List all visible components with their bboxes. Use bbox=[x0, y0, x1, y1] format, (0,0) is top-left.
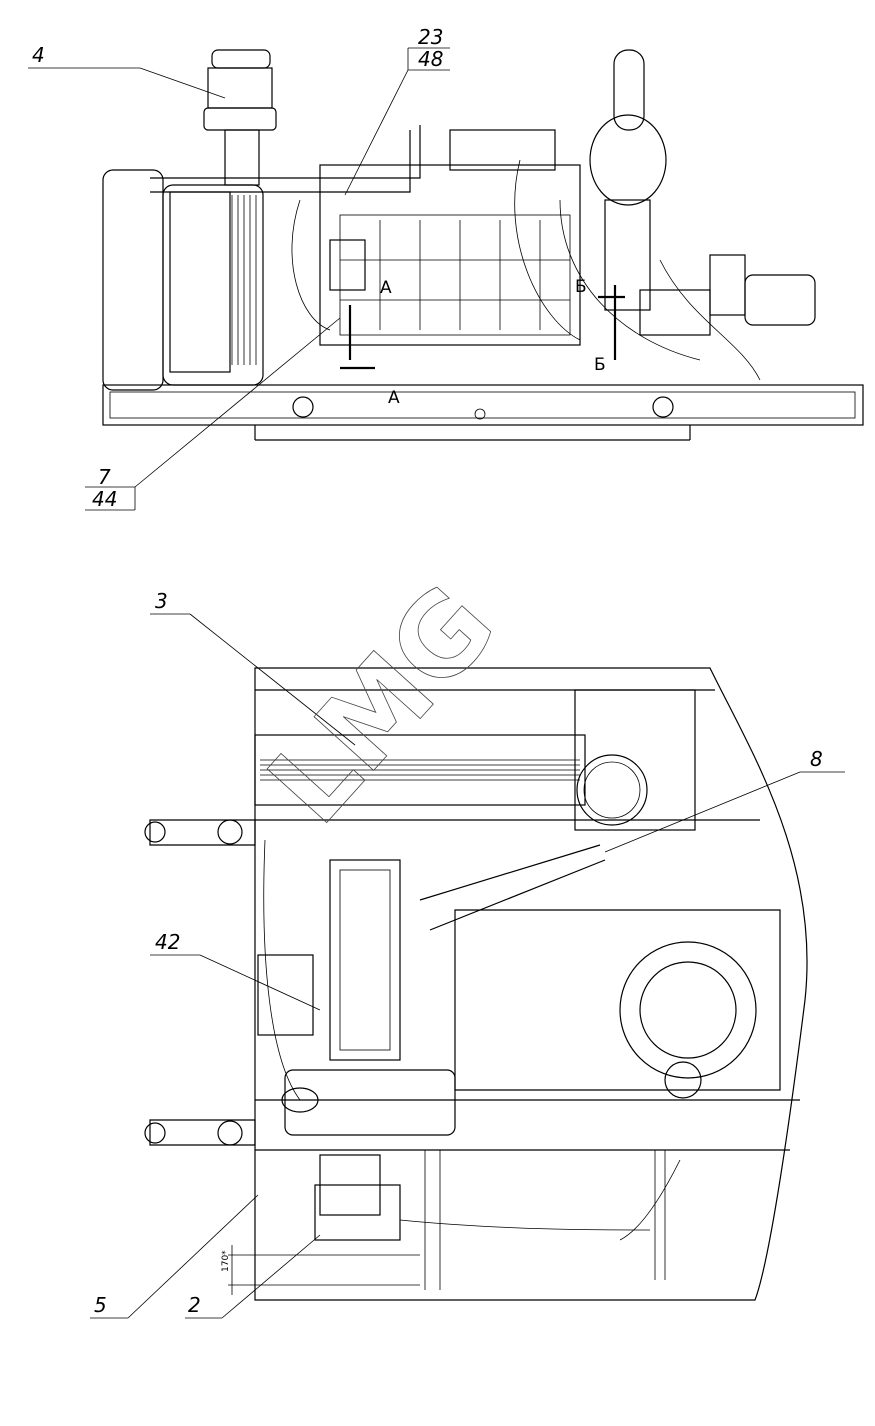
callout-4: 4 bbox=[32, 43, 45, 67]
engine-block-plan bbox=[329, 859, 401, 1061]
chassis-outline bbox=[254, 667, 808, 1301]
exhaust-outlet bbox=[576, 754, 648, 826]
section-mark-a-bottom: А bbox=[388, 388, 400, 408]
callout-2: 2 bbox=[188, 1293, 201, 1317]
callout-5: 5 bbox=[94, 1293, 107, 1317]
callout-8: 8 bbox=[810, 747, 823, 771]
section-mark-b-bottom: Б bbox=[594, 355, 606, 375]
dimension-170: 170* bbox=[221, 1250, 231, 1272]
callout-44: 44 bbox=[92, 487, 117, 511]
callout-23: 23 bbox=[418, 25, 443, 49]
air-filter bbox=[211, 49, 271, 69]
callout-3: 3 bbox=[155, 589, 168, 613]
plan-view: 170* bbox=[90, 613, 845, 1319]
callout-48: 48 bbox=[418, 47, 443, 71]
callout-42: 42 bbox=[155, 930, 180, 954]
side-elevation-view: А А Б Б bbox=[28, 47, 864, 511]
section-mark-a-top: А bbox=[380, 278, 392, 298]
callout-7: 7 bbox=[98, 465, 111, 489]
base-frame bbox=[102, 384, 864, 426]
section-mark-b-top: Б bbox=[575, 277, 587, 297]
radiator bbox=[102, 169, 164, 391]
exhaust-pipe bbox=[613, 49, 645, 131]
hydraulic-pump bbox=[744, 274, 816, 326]
flywheel-housing bbox=[619, 941, 757, 1079]
